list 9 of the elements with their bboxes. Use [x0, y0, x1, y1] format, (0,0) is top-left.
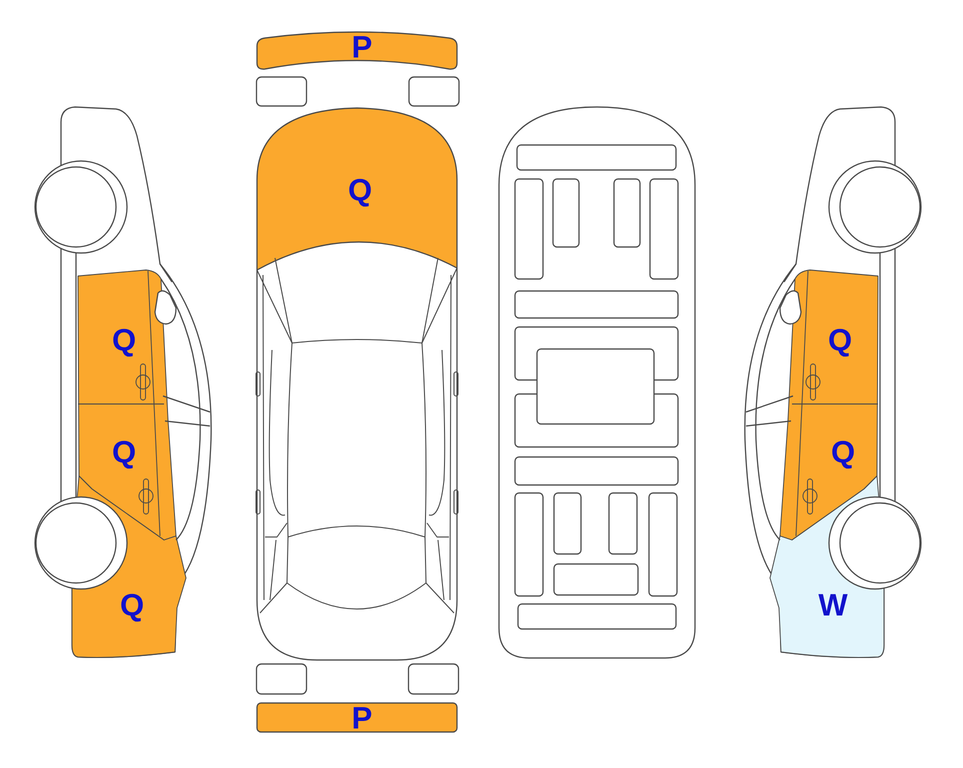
damage-code: Q [112, 324, 136, 356]
damage-code: Q [830, 436, 856, 468]
damage-code: P [352, 32, 372, 62]
damage-code: Q [120, 590, 144, 620]
damage-code: Q [348, 174, 372, 206]
damage-code: Q [112, 436, 136, 468]
damage-code: W [818, 590, 848, 620]
damage-code: P [352, 702, 372, 734]
damage-code: Q [828, 324, 852, 356]
